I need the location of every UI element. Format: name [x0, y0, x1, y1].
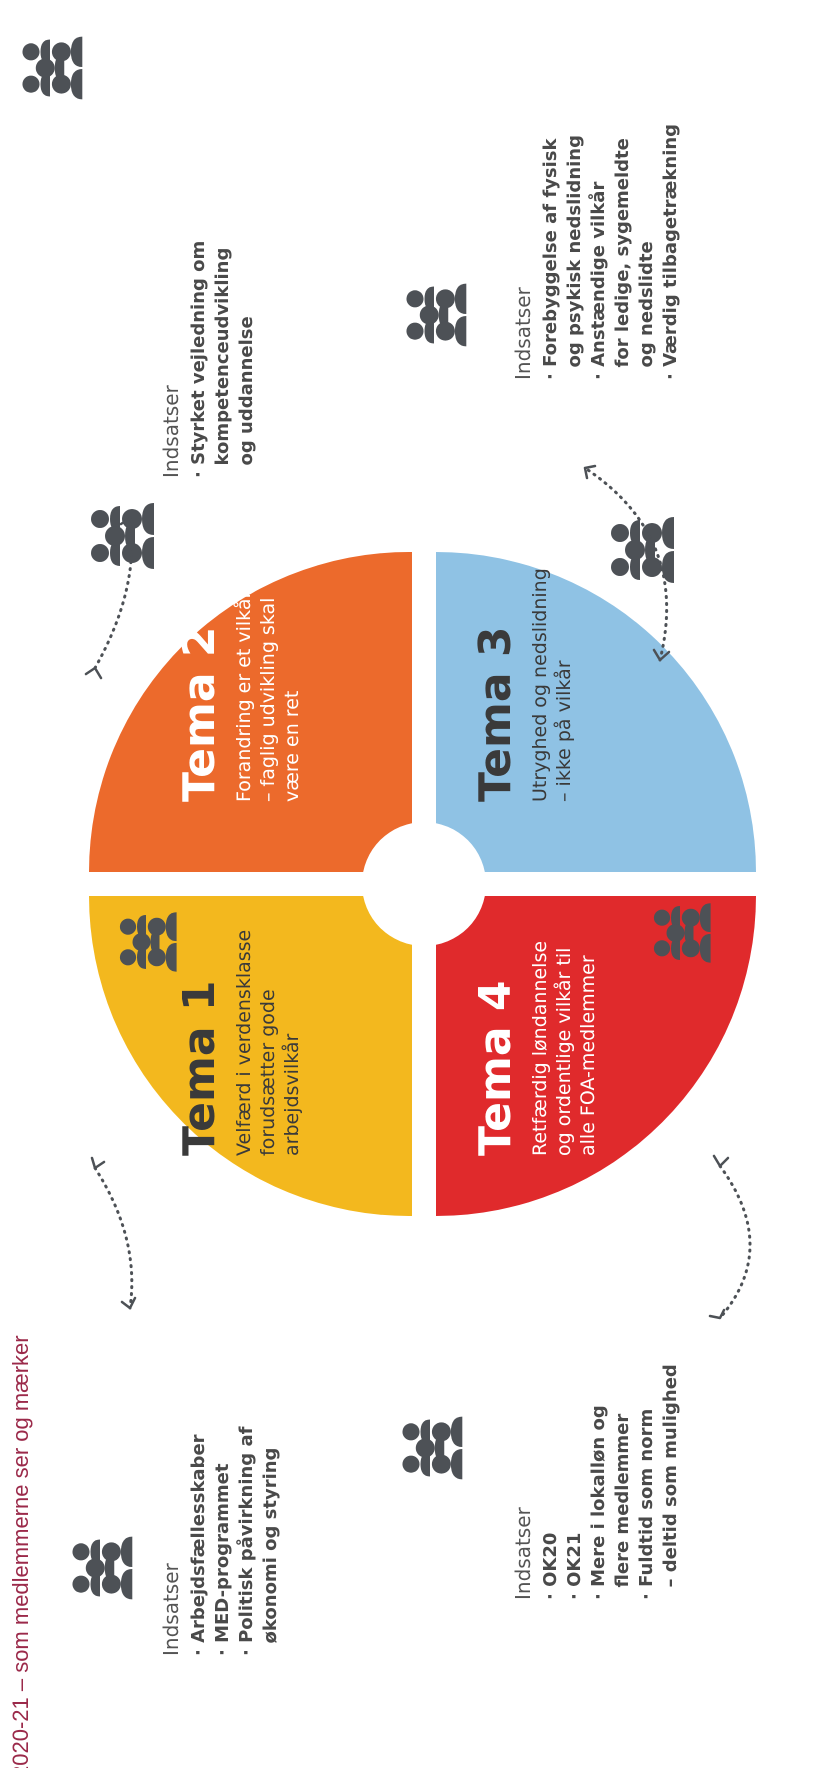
- indsatser-2-item: og uddannelse: [236, 316, 257, 478]
- indsatser-2-item: kompetenceudvikling: [212, 248, 233, 478]
- tema-3-title: Tema 3: [470, 627, 521, 802]
- indsatser-4-item: – deltid som mulighed: [660, 1364, 681, 1600]
- indsatser-4-item: flere medlemmer: [612, 1414, 633, 1600]
- indsatser-3-heading: Indsatser: [511, 286, 535, 380]
- indsatser-2-heading: Indsatser: [159, 384, 183, 478]
- tema-4-desc-line: Retfærdig løndannelse: [529, 941, 551, 1156]
- indsatser-3-item: · Anstændige vilkår: [587, 182, 609, 380]
- quadrant-tema-4: [436, 896, 756, 1216]
- dotted-arrow-icon: [93, 516, 134, 670]
- indsatser-4-item: · OK21: [564, 1533, 585, 1600]
- indsatser-2-item: · Styrket vejledning om: [188, 241, 209, 478]
- people-group-icon: [91, 503, 154, 569]
- tema-2-desc-line: – faglig udvikling skal: [257, 598, 279, 802]
- people-group-icon: [72, 1536, 133, 1600]
- tema-4-desc-line: og ordentlige vilkår til: [552, 948, 575, 1156]
- tema-1-desc-line: forudsætter gode: [257, 989, 279, 1156]
- people-group-icon: [402, 1416, 463, 1480]
- indsatser-4-heading: Indsatser: [511, 1506, 535, 1600]
- people-group-icon: [611, 517, 674, 583]
- tema-2-desc-line: Forandring er et vilkår: [232, 591, 255, 802]
- center-hole: [362, 822, 486, 946]
- indsatser-4-item: · Mere i lokalløn og: [588, 1405, 609, 1600]
- indsatser-1-item: økonomi og styring: [260, 1448, 281, 1656]
- indsatser-3-item: · Forebyggelse af fysisk: [540, 138, 561, 380]
- tema-2-desc-line: være en ret: [281, 691, 303, 802]
- tema-3-desc-line: – ikke på vilkår: [552, 660, 575, 802]
- indsatser-1-item: · Arbejdsfællesskaber: [188, 1434, 209, 1656]
- indsatser-3-item: og psykisk nedslidning: [564, 135, 585, 380]
- indsatser-4-item: · Fuldtid som norm: [636, 1409, 657, 1600]
- indsatser-3-item: og nedslidte: [636, 241, 657, 380]
- indsatser-1-item: · Politisk påvirkning af: [235, 1426, 257, 1656]
- dotted-arrow-icon: [718, 1164, 752, 1320]
- indsatser-4-item: · OK20: [540, 1533, 561, 1600]
- indsatser-1-heading: Indsatser: [159, 1562, 183, 1656]
- header-line: 2020-21 – som medlemmerne ser og mærker: [8, 1335, 33, 1768]
- quadrant-tema-2: [89, 551, 412, 872]
- tema-1-desc-line: Velfærd i verdensklasse: [233, 930, 255, 1156]
- quadrant-tema-3: [436, 552, 756, 872]
- indsatser-1-item: · MED-programmet: [212, 1463, 233, 1656]
- tema-4-desc-line: alle FOA-medlemmer: [577, 955, 599, 1156]
- dotted-arrow-icon: [583, 466, 669, 662]
- indsatser-3-item: for ledige, sygemeldte: [612, 138, 633, 380]
- tema-2-title: Tema 2: [174, 627, 225, 802]
- tema-1-title: Tema 1: [174, 981, 225, 1156]
- people-group-icon: [406, 283, 467, 347]
- people-group-icon: [22, 36, 83, 100]
- tema-4-title: Tema 4: [470, 981, 521, 1156]
- tema-3-desc-line: Utryghed og nedslidning: [529, 568, 551, 802]
- quadrant-tema-1: [89, 896, 412, 1217]
- tema-1-desc-line: arbejdsvilkår: [280, 1033, 303, 1156]
- dotted-arrow-icon: [93, 1166, 134, 1310]
- indsatser-3-item: · Værdig tilbagetrækning: [660, 124, 681, 380]
